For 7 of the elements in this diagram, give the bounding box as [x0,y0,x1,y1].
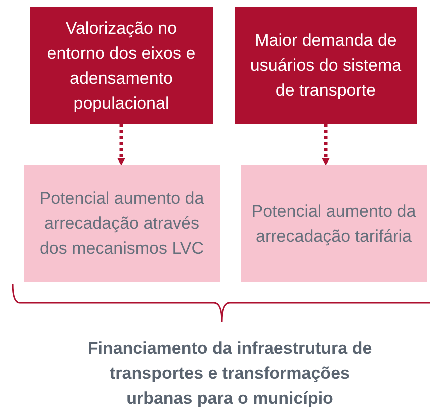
dotted-arrow [118,124,126,166]
result-box: Potencial aumento da arrecadação tarifária [241,165,427,282]
conclusion-text: Financiamento da infraestrutura de transportes e transformações urbanas para o município [86,338,374,410]
cause-box: Maior demanda de usuários do sistema de transporte [235,7,417,124]
cause-box: Valorização no entorno dos eixos e adensamento populacional [30,7,213,124]
result-box: Potencial aumento da arrecadação através dos mecanismos LVC [24,165,220,282]
dotted-arrow [322,124,330,166]
